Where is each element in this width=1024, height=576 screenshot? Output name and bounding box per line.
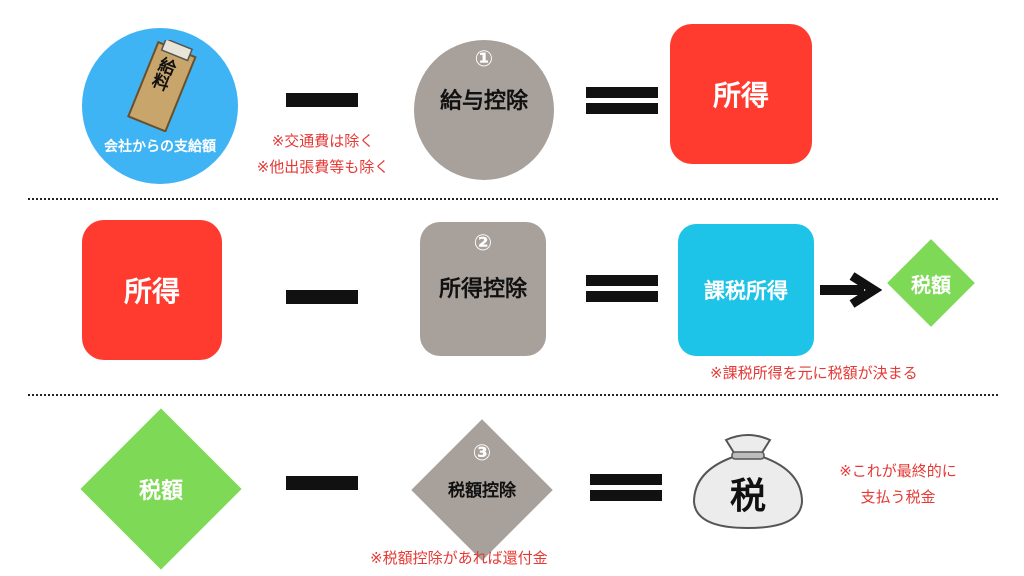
equals-sign-2-bottom — [586, 291, 658, 302]
minus-sign-2 — [286, 290, 358, 304]
divider-2 — [28, 394, 998, 396]
taxable-income-note: ※課税所得を元に税額が決まる — [710, 364, 918, 382]
equals-sign-3-bottom — [590, 490, 662, 501]
salary-deduction-circle — [414, 40, 554, 180]
income-deduction-box — [420, 222, 546, 356]
equals-sign-1-bottom — [586, 103, 658, 114]
deduction-number-3: ③ — [472, 440, 492, 466]
equals-sign-1-top — [586, 87, 658, 98]
tax-money-bag-icon: 税 — [686, 426, 810, 530]
right-arrow-icon — [818, 272, 883, 308]
equals-sign-3-top — [590, 474, 662, 485]
refund-note: ※税額控除があれば還付金 — [370, 549, 548, 567]
income-deduction-label: 所得控除 — [438, 277, 527, 302]
divider-1 — [28, 198, 998, 200]
final-tax-note-line-1: ※これが最終的に — [839, 462, 957, 480]
tax-amount-label-small: 税額 — [911, 272, 951, 297]
note-transport: ※交通費は除く — [271, 132, 375, 150]
deduction-number-1: ① — [474, 46, 494, 72]
salary-circle-label: 会社からの支給額 — [104, 139, 216, 155]
minus-sign-1 — [286, 93, 358, 107]
equals-sign-2-top — [586, 275, 658, 286]
income-box: 所得 — [82, 220, 222, 360]
bag-tax-text: 税 — [729, 476, 766, 517]
deduction-number-2: ② — [473, 230, 493, 256]
row1-notes: ※交通費は除く ※他出張費等も除く — [238, 128, 408, 180]
minus-sign-3 — [286, 476, 358, 490]
tax-amount-label: 税額 — [138, 479, 183, 504]
taxable-income-box: 課税所得 — [678, 224, 814, 356]
income-result-box: 所得 — [670, 24, 812, 164]
final-tax-note-line-2: 支払う税金 — [860, 488, 936, 506]
note-business-trip: ※他出張費等も除く — [256, 158, 390, 176]
tax-deduction-label: 税額控除 — [448, 480, 516, 501]
salary-deduction-label: 給与控除 — [439, 89, 528, 114]
salary-envelope-icon: 給料 — [118, 37, 202, 133]
final-tax-note: ※これが最終的に 支払う税金 — [828, 458, 968, 510]
